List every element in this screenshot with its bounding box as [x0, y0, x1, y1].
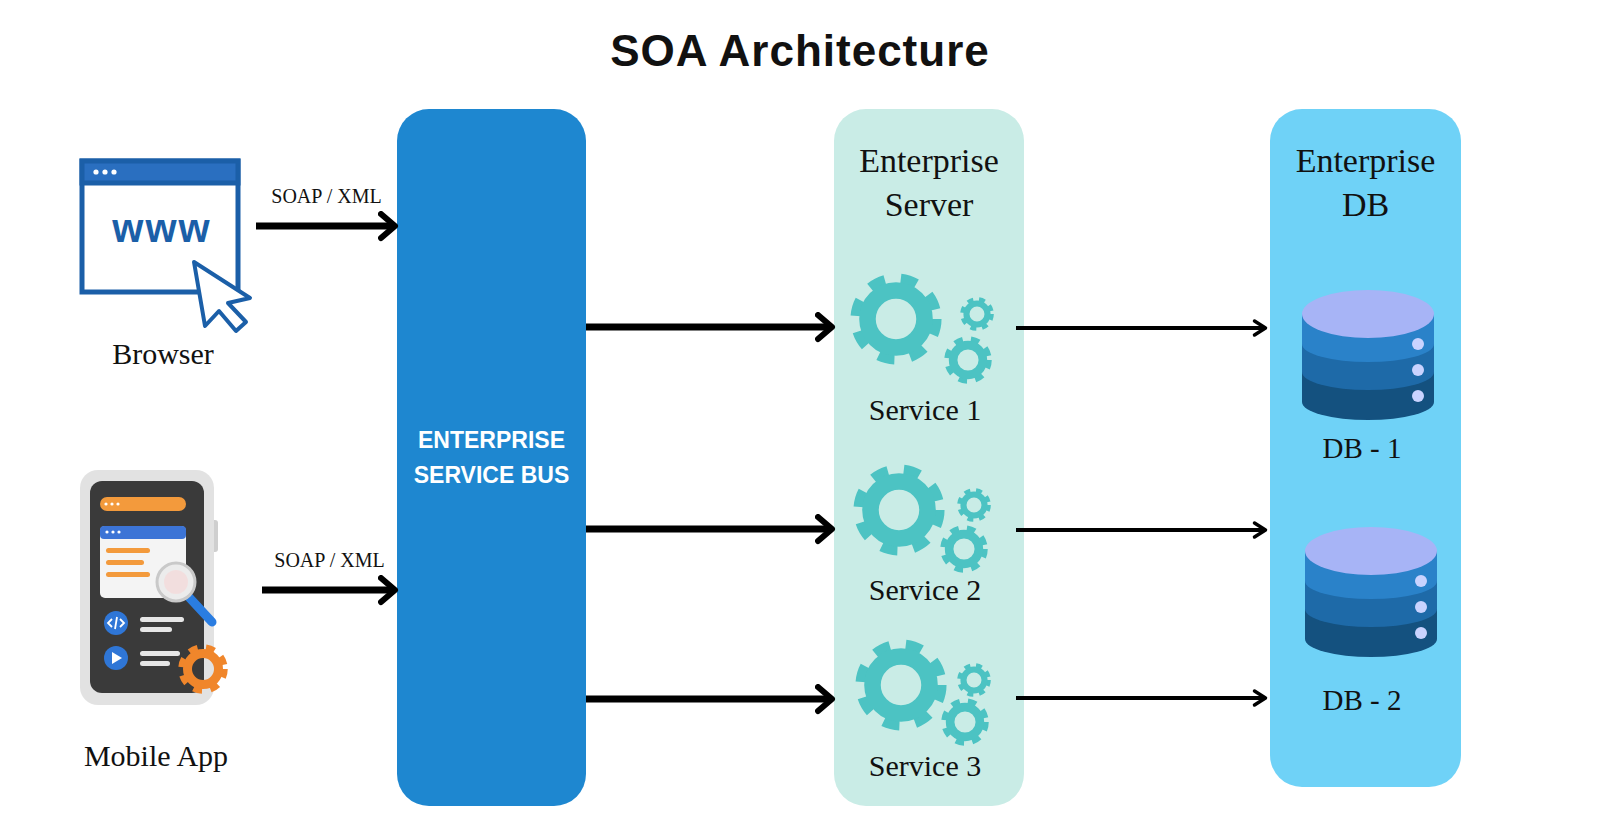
node-text: Mobile App — [84, 738, 228, 774]
node-text: DB - 2 — [1323, 683, 1402, 718]
node-text: Service 1 — [869, 392, 981, 428]
node-text: Service 3 — [869, 748, 981, 784]
database-cylinders — [1302, 290, 1437, 657]
browser-icon — [82, 161, 250, 331]
service-bus: ENTERPRISE SERVICE BUS — [397, 109, 586, 806]
node-text: DB - 1 — [1323, 431, 1402, 466]
diagram-title: SOA Architecture — [0, 26, 1600, 76]
db-column: Enterprise DB DB - 1 DB - 2 — [1267, 109, 1465, 787]
node-text: Service 2 — [869, 572, 981, 608]
node-text: Enterprise DB — [1275, 139, 1457, 227]
service-gears — [857, 280, 991, 742]
service-node: Service 1 — [834, 262, 1016, 432]
connector-arrow — [586, 526, 830, 533]
bus-column — [397, 109, 586, 806]
server-column: Enterprise ServerService 1 Service 2 Servi… — [830, 109, 1028, 806]
server-column — [834, 109, 1024, 806]
database-node: DB - 2 — [1269, 518, 1456, 724]
client-node: Mobile App — [50, 468, 262, 776]
connector-arrow — [1016, 326, 1265, 330]
service-node: Service 3 — [834, 632, 1016, 788]
connector-arrow — [1016, 528, 1265, 532]
database-node: DB - 1 — [1269, 283, 1456, 472]
connector-arrow — [262, 587, 393, 594]
connector-arrow — [586, 324, 830, 331]
connector-arrow — [256, 223, 393, 230]
icon-label: www — [86, 206, 238, 251]
client-node: Browser — [70, 158, 256, 374]
mobile-icon — [80, 470, 224, 705]
edge-label: SOAP / XML — [269, 185, 383, 208]
db-column — [1270, 109, 1461, 787]
node-text: Enterprise Server — [838, 139, 1020, 227]
connector-arrow — [1016, 696, 1265, 700]
service-node: Service 2 — [834, 455, 1016, 612]
edge-label: SOAP / XML — [272, 549, 386, 572]
node-text: ENTERPRISE SERVICE BUS — [409, 423, 574, 492]
connector-arrow — [586, 696, 830, 703]
node-text: Browser — [112, 336, 214, 372]
